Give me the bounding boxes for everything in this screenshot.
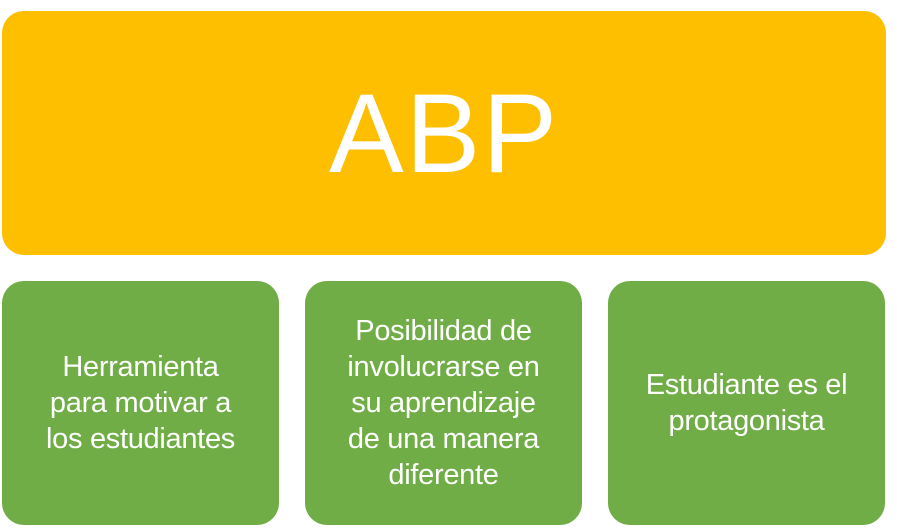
child-node-label: Estudiante es el protagonista: [645, 369, 848, 437]
root-node-abp: ABP: [2, 11, 886, 255]
child-node-label: Posibilidad de involucrarse en su aprend…: [347, 315, 540, 491]
root-node-label: ABP: [328, 71, 560, 196]
child-node-estudiante: Estudiante es el protagonista: [608, 281, 885, 525]
child-node-herramienta: Herramienta para motivar a los estudiant…: [2, 281, 279, 525]
child-node-posibilidad: Posibilidad de involucrarse en su aprend…: [305, 281, 582, 525]
child-node-label: Herramienta para motivar a los estudiant…: [46, 351, 235, 455]
